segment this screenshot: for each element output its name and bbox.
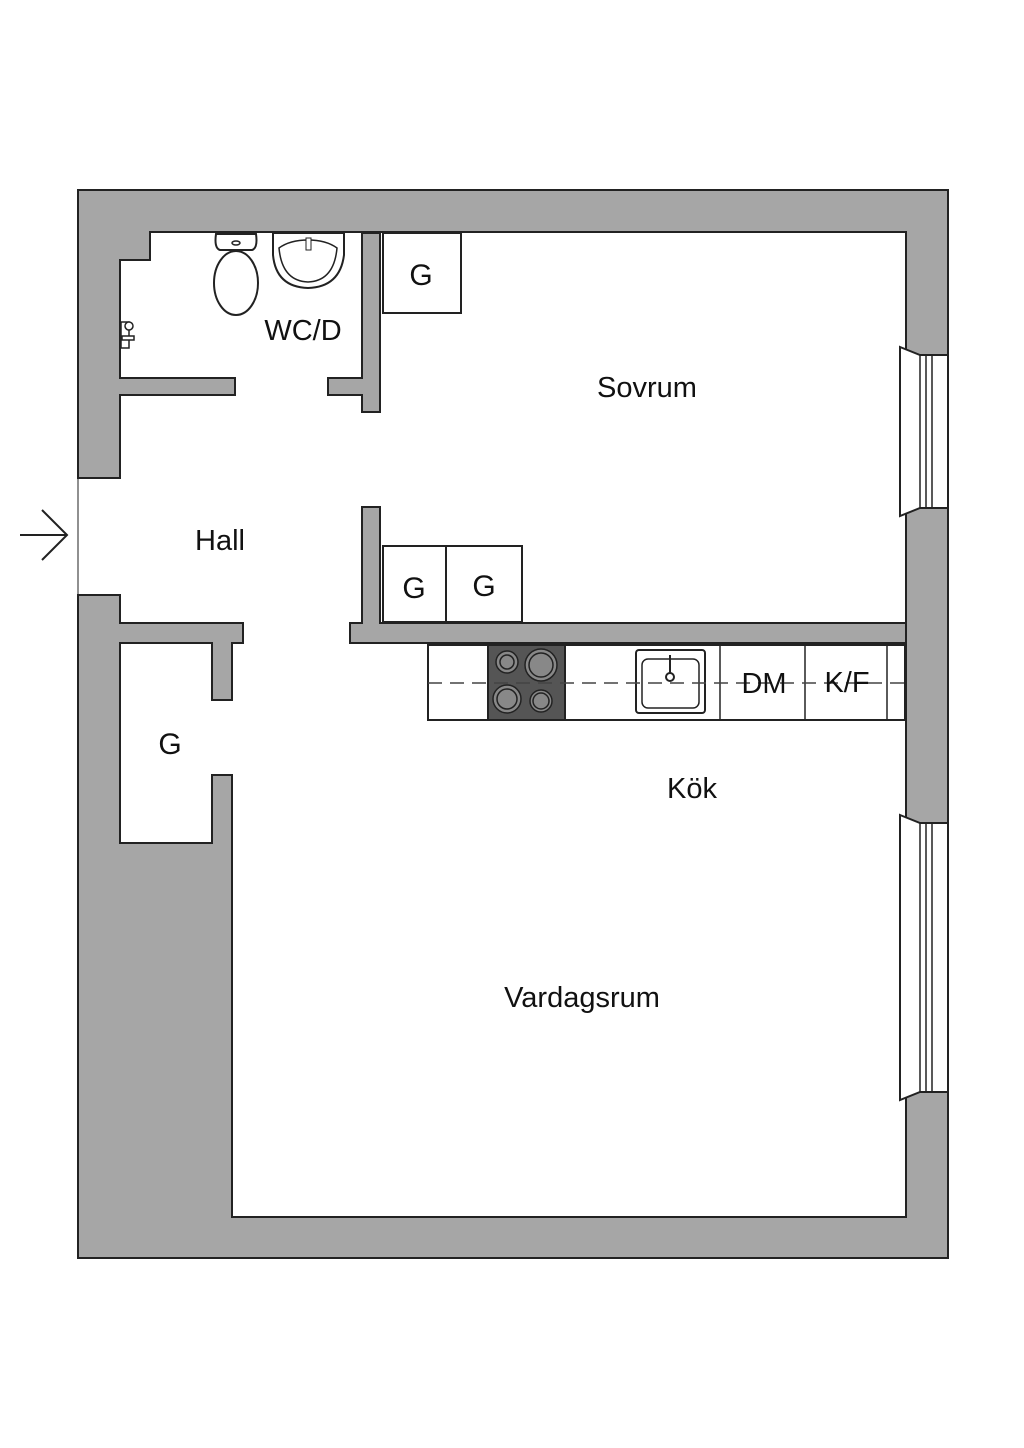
- room-label-bedroom: Sovrum: [597, 372, 697, 404]
- room-label-living: Vardagsrum: [504, 982, 660, 1014]
- closet-label: G: [158, 728, 181, 761]
- closet-hall-1: [382, 545, 447, 623]
- kitchen-sink-icon: [635, 649, 706, 714]
- window-living: [899, 813, 949, 1102]
- kitchen-counter: [427, 644, 906, 721]
- entrance-arrow-icon: [20, 509, 69, 561]
- bathroom-wall: [327, 232, 381, 413]
- toilet-icon: [213, 233, 259, 316]
- closet-label: G: [402, 572, 425, 605]
- fridge-freezer-label: K/F: [824, 667, 869, 699]
- dishwasher-label: DM: [741, 668, 786, 700]
- washbasin-icon: [272, 232, 345, 290]
- entrance-opening: [70, 479, 82, 594]
- bedroom-kitchen-wall: [349, 506, 907, 644]
- room-label-kitchen: Kök: [667, 773, 717, 805]
- shower-mixer-icon: [120, 321, 135, 349]
- room-label-hall: Hall: [195, 525, 245, 557]
- window-bedroom: [899, 345, 949, 518]
- closet-hall-2: [445, 545, 523, 623]
- closet-label: G: [472, 570, 495, 603]
- room-label-bathroom: WC/D: [264, 315, 341, 347]
- closet-label: G: [409, 259, 432, 292]
- closet-bedroom: [382, 232, 462, 314]
- interior-floor: [77, 231, 907, 1218]
